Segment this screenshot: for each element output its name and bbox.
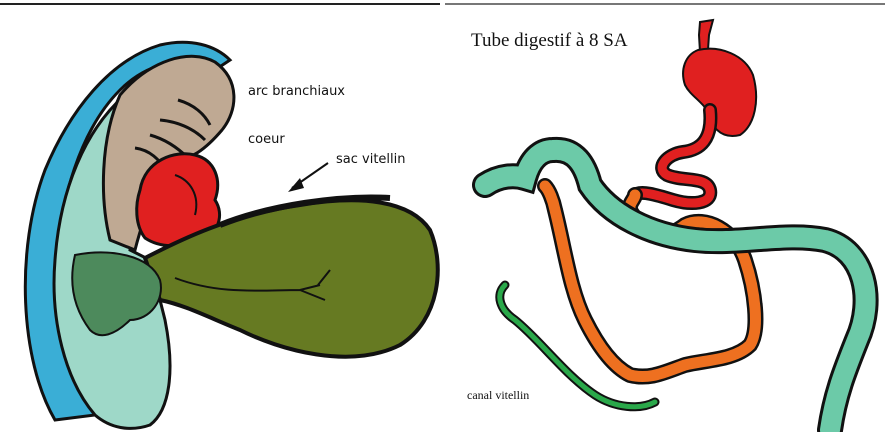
digestive-tube-illustration <box>445 0 885 432</box>
digestive-tube-panel: Tube digestif à 8 SA canal vitellin <box>445 0 885 432</box>
yolk-sac-arrowhead <box>288 178 304 192</box>
label-heart: coeur <box>248 132 285 147</box>
embryo-illustration <box>0 0 440 432</box>
label-arcs: arc branchiaux <box>248 84 345 99</box>
esophagus <box>699 20 713 52</box>
embryo-diagram-panel: arc branchiaux coeur sac vitellin <box>0 0 440 432</box>
stomach <box>683 49 756 136</box>
label-canal-vitellin: canal vitellin <box>467 388 529 403</box>
label-yolk-sac: sac vitellin <box>336 152 406 167</box>
diagram-title: Tube digestif à 8 SA <box>471 30 628 52</box>
